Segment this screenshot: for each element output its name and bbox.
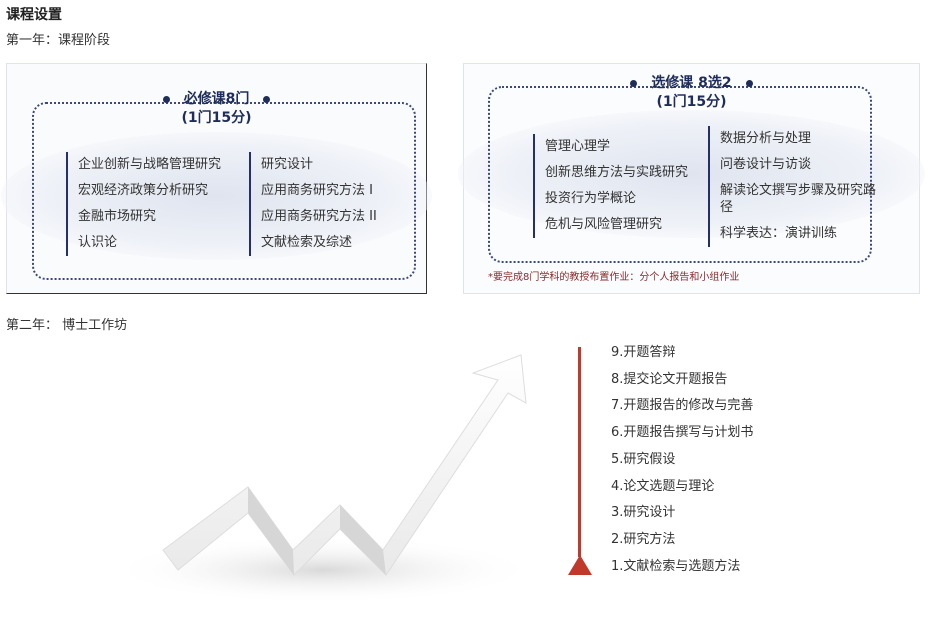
required-col-1: 企业创新与战略管理研究 宏观经济政策分析研究 金融市场研究 认识论 [66, 152, 221, 256]
title-dot-right [745, 80, 753, 87]
elective-title: 选修课 8选2 (1门15分) [464, 74, 919, 112]
panel-wash [1, 132, 432, 260]
course-item: 应用商务研究方法 I [261, 183, 373, 198]
required-subtitle: (1门15分) [181, 110, 252, 126]
panel-wash [458, 110, 925, 238]
course-item: 管理心理学 [545, 139, 611, 154]
course-item: 危机与风险管理研究 [545, 217, 663, 232]
required-title-text: 必修课8门 [183, 91, 250, 107]
title-dot-right [263, 96, 271, 103]
course-item: 文献检索及综述 [261, 235, 353, 250]
course-item: 投资行为学概论 [545, 191, 637, 206]
elective-courses-panel: 选修课 8选2 (1门15分) 管理心理学 创新思维方法与实践研究 投资行为学概… [458, 63, 925, 294]
elective-col-2: 数据分析与处理 问卷设计与访谈 解读论文撰写步骤及研究路径 科学表达：演讲训练 [708, 126, 880, 247]
elective-subtitle: (1门15分) [656, 94, 727, 110]
arrow-shadow [108, 536, 538, 604]
timeline-bar [578, 347, 581, 557]
zigzag-growth-arrow-icon [108, 354, 538, 604]
page-title: 课程设置 [6, 7, 62, 23]
course-item: 应用商务研究方法 II [261, 209, 377, 224]
title-dot-left [630, 80, 638, 87]
workshop-step: 5.研究假设 [611, 451, 676, 467]
workshop-step: 2.研究方法 [611, 531, 676, 547]
workshop-step: 6.开题报告撰写与计划书 [611, 425, 754, 441]
course-item: 企业创新与战略管理研究 [78, 157, 222, 172]
year2-label: 第二年： 博士工作坊 [6, 318, 128, 333]
arrow-fold [248, 487, 294, 575]
arrow-fold [340, 505, 386, 575]
elective-note: *要完成8门学科的教授布置作业：分个人报告和小组作业 [488, 272, 740, 283]
course-item: 科学表达：演讲训练 [720, 226, 838, 241]
workshop-step: 1.文献检索与选题方法 [611, 558, 741, 574]
required-title: 必修课8门 (1门15分) [7, 90, 426, 128]
required-col-2: 研究设计 应用商务研究方法 I 应用商务研究方法 II 文献检索及综述 [249, 152, 377, 256]
course-item: 数据分析与处理 [720, 131, 812, 146]
arrow-up-icon [568, 555, 592, 575]
dotted-frame [488, 86, 872, 263]
course-item: 宏观经济政策分析研究 [78, 183, 209, 198]
workshop-step: 3.研究设计 [611, 505, 676, 521]
year1-label: 第一年：课程阶段 [6, 33, 111, 48]
course-panels: 必修课8门 (1门15分) 企业创新与战略管理研究 宏观经济政策分析研究 金融市… [1, 63, 925, 294]
elective-col-1: 管理心理学 创新思维方法与实践研究 投资行为学概论 危机与风险管理研究 [533, 134, 688, 238]
workshop-step: 9.开题答辩 [611, 345, 676, 360]
course-item: 研究设计 [261, 157, 314, 172]
course-item: 解读论文撰写步骤及研究路径 [720, 183, 877, 215]
workshop-step: 8.提交论文开题报告 [611, 371, 728, 387]
course-item: 创新思维方法与实践研究 [545, 165, 689, 180]
workshop-step: 7.开题报告的修改与完善 [611, 398, 754, 414]
course-item: 问卷设计与访谈 [720, 157, 812, 172]
title-dot-left [162, 96, 170, 103]
dotted-frame [32, 102, 416, 280]
workshop-step: 4.论文选题与理论 [611, 478, 715, 494]
required-courses-panel: 必修课8门 (1门15分) 企业创新与战略管理研究 宏观经济政策分析研究 金融市… [1, 63, 432, 294]
course-item: 认识论 [78, 235, 118, 250]
course-item: 金融市场研究 [78, 209, 157, 224]
elective-title-text: 选修课 8选2 [651, 75, 732, 91]
workshop-steps: 9.开题答辩 8.提交论文开题报告 7.开题报告的修改与完善 6.开题报告撰写与… [611, 340, 753, 580]
